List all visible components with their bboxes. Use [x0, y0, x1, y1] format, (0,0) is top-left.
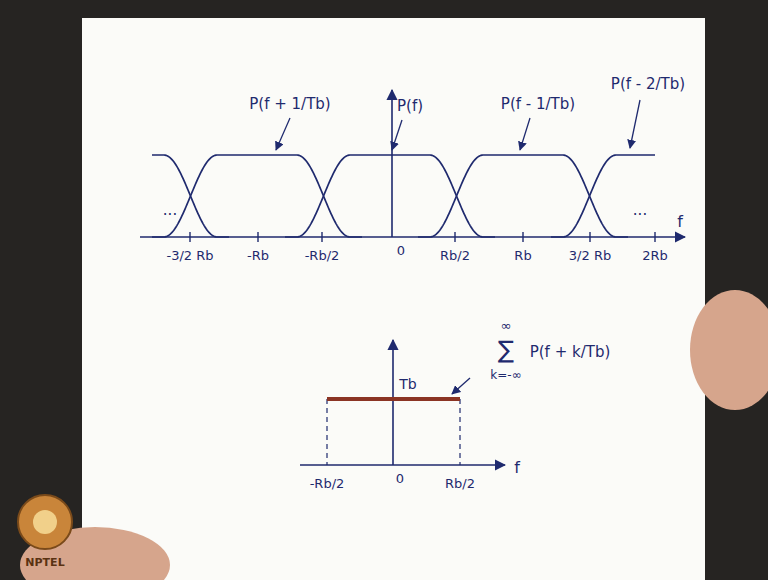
sum-symbol: ∑ [498, 337, 514, 363]
tick-label: -Rb [247, 249, 269, 263]
leader-arrow [276, 118, 290, 150]
hand [690, 290, 768, 410]
tick-mark [522, 232, 523, 242]
axis-label: f [514, 459, 520, 477]
axis-label: f [677, 213, 683, 231]
spectrum-label: P(f) [397, 98, 423, 115]
dashed-line [459, 399, 460, 465]
pulse-spectrum [152, 155, 362, 237]
logo-hub [33, 510, 57, 534]
f-axis [300, 464, 505, 466]
sum-term: P(f + k/Tb) [530, 344, 611, 361]
pulse-spectrum [285, 155, 495, 237]
dashed-line [326, 399, 327, 465]
tick-label: 2Rb [642, 249, 668, 263]
pulse-spectrum [551, 155, 655, 237]
flat-spectrum [327, 397, 460, 401]
leader-arrow [520, 118, 530, 150]
tick-mark [454, 232, 455, 242]
sum-upper-limit: ∞ [501, 319, 512, 333]
height-label: Tb [399, 377, 416, 392]
ellipsis: ... [163, 202, 177, 219]
spectrum-label: P(f - 1/Tb) [501, 96, 575, 113]
logo-text: NPTEL [25, 557, 64, 569]
ellipsis: ... [633, 202, 647, 219]
tick-label: Rb/2 [445, 477, 475, 491]
vertical-axis [392, 340, 394, 465]
tick-label: 3/2 Rb [569, 249, 611, 263]
spectrum-label: P(f + 1/Tb) [249, 96, 330, 113]
leader-arrow [452, 378, 470, 394]
tick-label: Rb [514, 249, 531, 263]
tick-mark [589, 232, 590, 242]
top-plot [140, 90, 685, 242]
pulse-spectrum [418, 155, 628, 237]
tick-label: -Rb/2 [310, 477, 345, 491]
tick-label: -Rb/2 [305, 249, 340, 263]
tick-label: -3/2 Rb [166, 249, 213, 263]
sum-lower-limit: k=-∞ [490, 369, 521, 382]
logo-wheel [18, 495, 72, 549]
leader-arrow [630, 100, 640, 148]
tick-mark [257, 232, 258, 242]
paper-sheet [82, 18, 705, 580]
tick-label: 0 [397, 244, 405, 258]
tick-label: Rb/2 [440, 249, 470, 263]
tick-mark [321, 232, 322, 242]
tick-label: 0 [396, 472, 404, 486]
spectrum-label: P(f - 2/Tb) [611, 76, 685, 93]
vertical-axis [391, 90, 393, 237]
bottom-plot [300, 340, 505, 465]
nptel-logo [18, 495, 72, 549]
tick-mark [189, 232, 190, 242]
leader-arrow [392, 120, 402, 150]
tick-mark [654, 232, 655, 242]
